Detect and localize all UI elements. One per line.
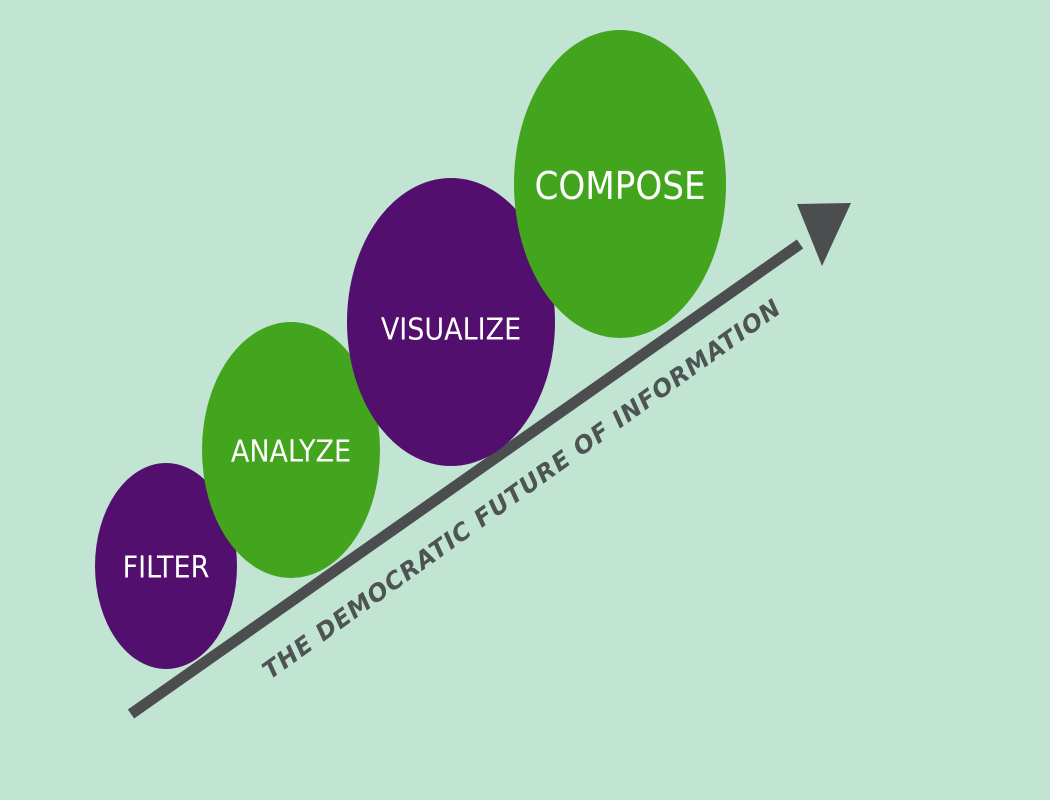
step-label: VISUALIZE bbox=[381, 313, 521, 348]
arrow-shaft bbox=[127, 239, 804, 719]
step-bubble-filter: FILTER bbox=[95, 463, 237, 669]
step-circle bbox=[95, 463, 237, 669]
step-label: ANALYZE bbox=[231, 435, 351, 470]
step-circle bbox=[202, 322, 380, 578]
step-bubble-compose: COMPOSE bbox=[514, 30, 726, 338]
step-circle bbox=[347, 178, 555, 466]
step-label: COMPOSE bbox=[534, 164, 705, 208]
step-circle bbox=[514, 30, 726, 338]
step-bubble-visualize: VISUALIZE bbox=[347, 178, 555, 466]
step-bubble-analyze: ANALYZE bbox=[202, 322, 380, 578]
step-label: FILTER bbox=[123, 551, 210, 586]
arrow-head-icon bbox=[797, 203, 851, 266]
